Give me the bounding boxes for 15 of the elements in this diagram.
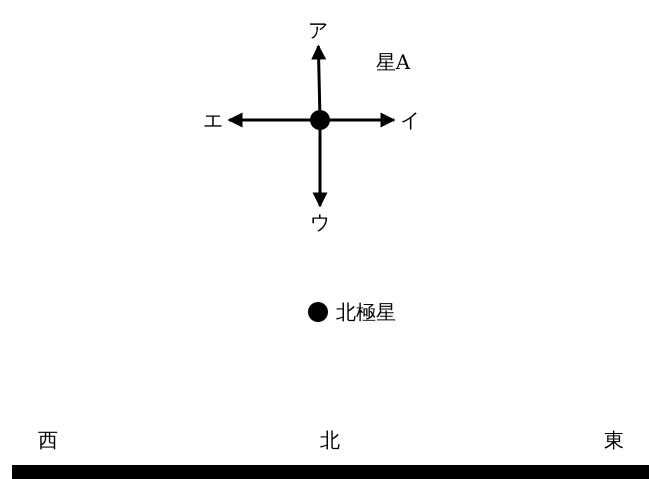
direction-label: ウ xyxy=(304,206,336,238)
direction-label: ア xyxy=(302,14,334,46)
star-name: 星A xyxy=(376,52,410,72)
star-name: 北極星 xyxy=(336,302,396,322)
direction-label: 西 xyxy=(38,430,58,450)
arrow xyxy=(330,112,396,128)
direction-label: 東 xyxy=(604,430,624,450)
star-dot xyxy=(310,110,330,130)
pole-star-dot xyxy=(308,302,328,322)
direction-label: エ xyxy=(197,104,229,136)
direction-label: イ xyxy=(394,104,426,136)
arrow xyxy=(228,112,310,128)
arrow xyxy=(311,44,326,110)
direction-label: 北 xyxy=(320,430,340,450)
arrow xyxy=(312,130,328,208)
